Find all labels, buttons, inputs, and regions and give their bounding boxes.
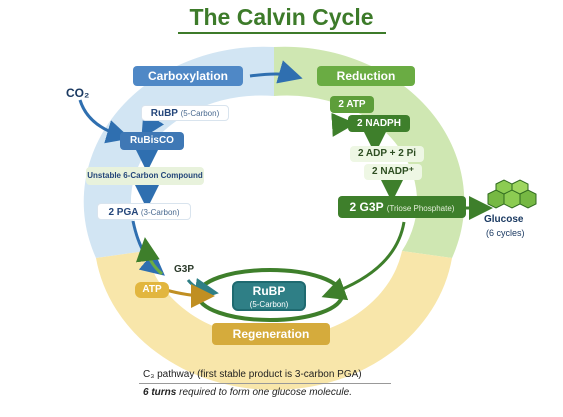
- atp-to-nadph-arrow: [331, 112, 356, 137]
- atp-to-rubp-arrow: [165, 283, 215, 308]
- g3p-output-sub: (Triose Phosphate): [386, 204, 455, 213]
- adp-pi-box: 2 ADP + 2 Pi: [350, 146, 424, 162]
- nadph-box: 2 NADPH: [348, 115, 410, 132]
- rubisco-box: RuBisCO: [120, 132, 184, 150]
- glucose-cycles: (6 cycles): [486, 228, 525, 238]
- atp-regeneration-box: ATP: [135, 282, 169, 298]
- g3p-to-regeneration-arrow: [321, 221, 406, 301]
- reduction-label: Reduction: [317, 66, 415, 86]
- regeneration-up-arrow: [135, 237, 163, 276]
- reduction-segment: [274, 46, 465, 258]
- pga-main: 2 PGA: [108, 207, 139, 218]
- rubp-input-main: RuBP: [150, 108, 178, 119]
- pga-box: 2 PGA (3-Carbon): [97, 203, 191, 220]
- rubp-input-sub: (5-Carbon): [180, 109, 220, 118]
- g3p-output-box: 2 G3P (Triose Phosphate): [338, 196, 466, 218]
- pathway-note: C₃ pathway (first stable product is 3-ca…: [139, 366, 391, 384]
- carboxylation-to-reduction-arrow: [249, 60, 303, 84]
- g3p-output-main: 2 G3P: [349, 200, 384, 214]
- title-underline: [178, 32, 386, 34]
- page-title: The Calvin Cycle: [189, 4, 374, 30]
- regeneration-label: Regeneration: [212, 323, 330, 345]
- co2-label: CO₂: [66, 86, 90, 100]
- rubp-to-rubisco-arrow: [141, 111, 165, 139]
- co2-arrow: [78, 99, 131, 144]
- atp-box: 2 ATP: [330, 96, 374, 113]
- rubp-input-box: RuBP (5-Carbon): [141, 105, 229, 121]
- turns-note-rest: required to form one glucose molecule.: [176, 387, 352, 398]
- pga-sub: (3-Carbon): [140, 208, 180, 217]
- carboxylation-segment: [83, 46, 275, 258]
- nadp-box: 2 NADP⁺: [364, 164, 422, 180]
- turns-note: 6 turns required to form one glucose mol…: [139, 384, 391, 401]
- rubp-regenerated-box: RuBP (5-Carbon): [232, 281, 306, 311]
- glucose-label: Glucose: [484, 214, 524, 225]
- unstable-compound-box: Unstable 6-Carbon Compound: [86, 167, 204, 185]
- glucose-icon: [487, 179, 537, 209]
- carboxylation-label: Carboxylation: [133, 66, 243, 86]
- regeneration-segment: [96, 251, 452, 390]
- rubp-regenerated-main: RuBP: [252, 284, 286, 298]
- g3p-regeneration-label: G3P: [174, 264, 195, 275]
- turns-note-emphasis: 6 turns: [143, 387, 177, 398]
- notes-panel: C₃ pathway (first stable product is 3-ca…: [139, 366, 391, 401]
- rubp-regenerated-sub: (5-Carbon): [249, 300, 289, 309]
